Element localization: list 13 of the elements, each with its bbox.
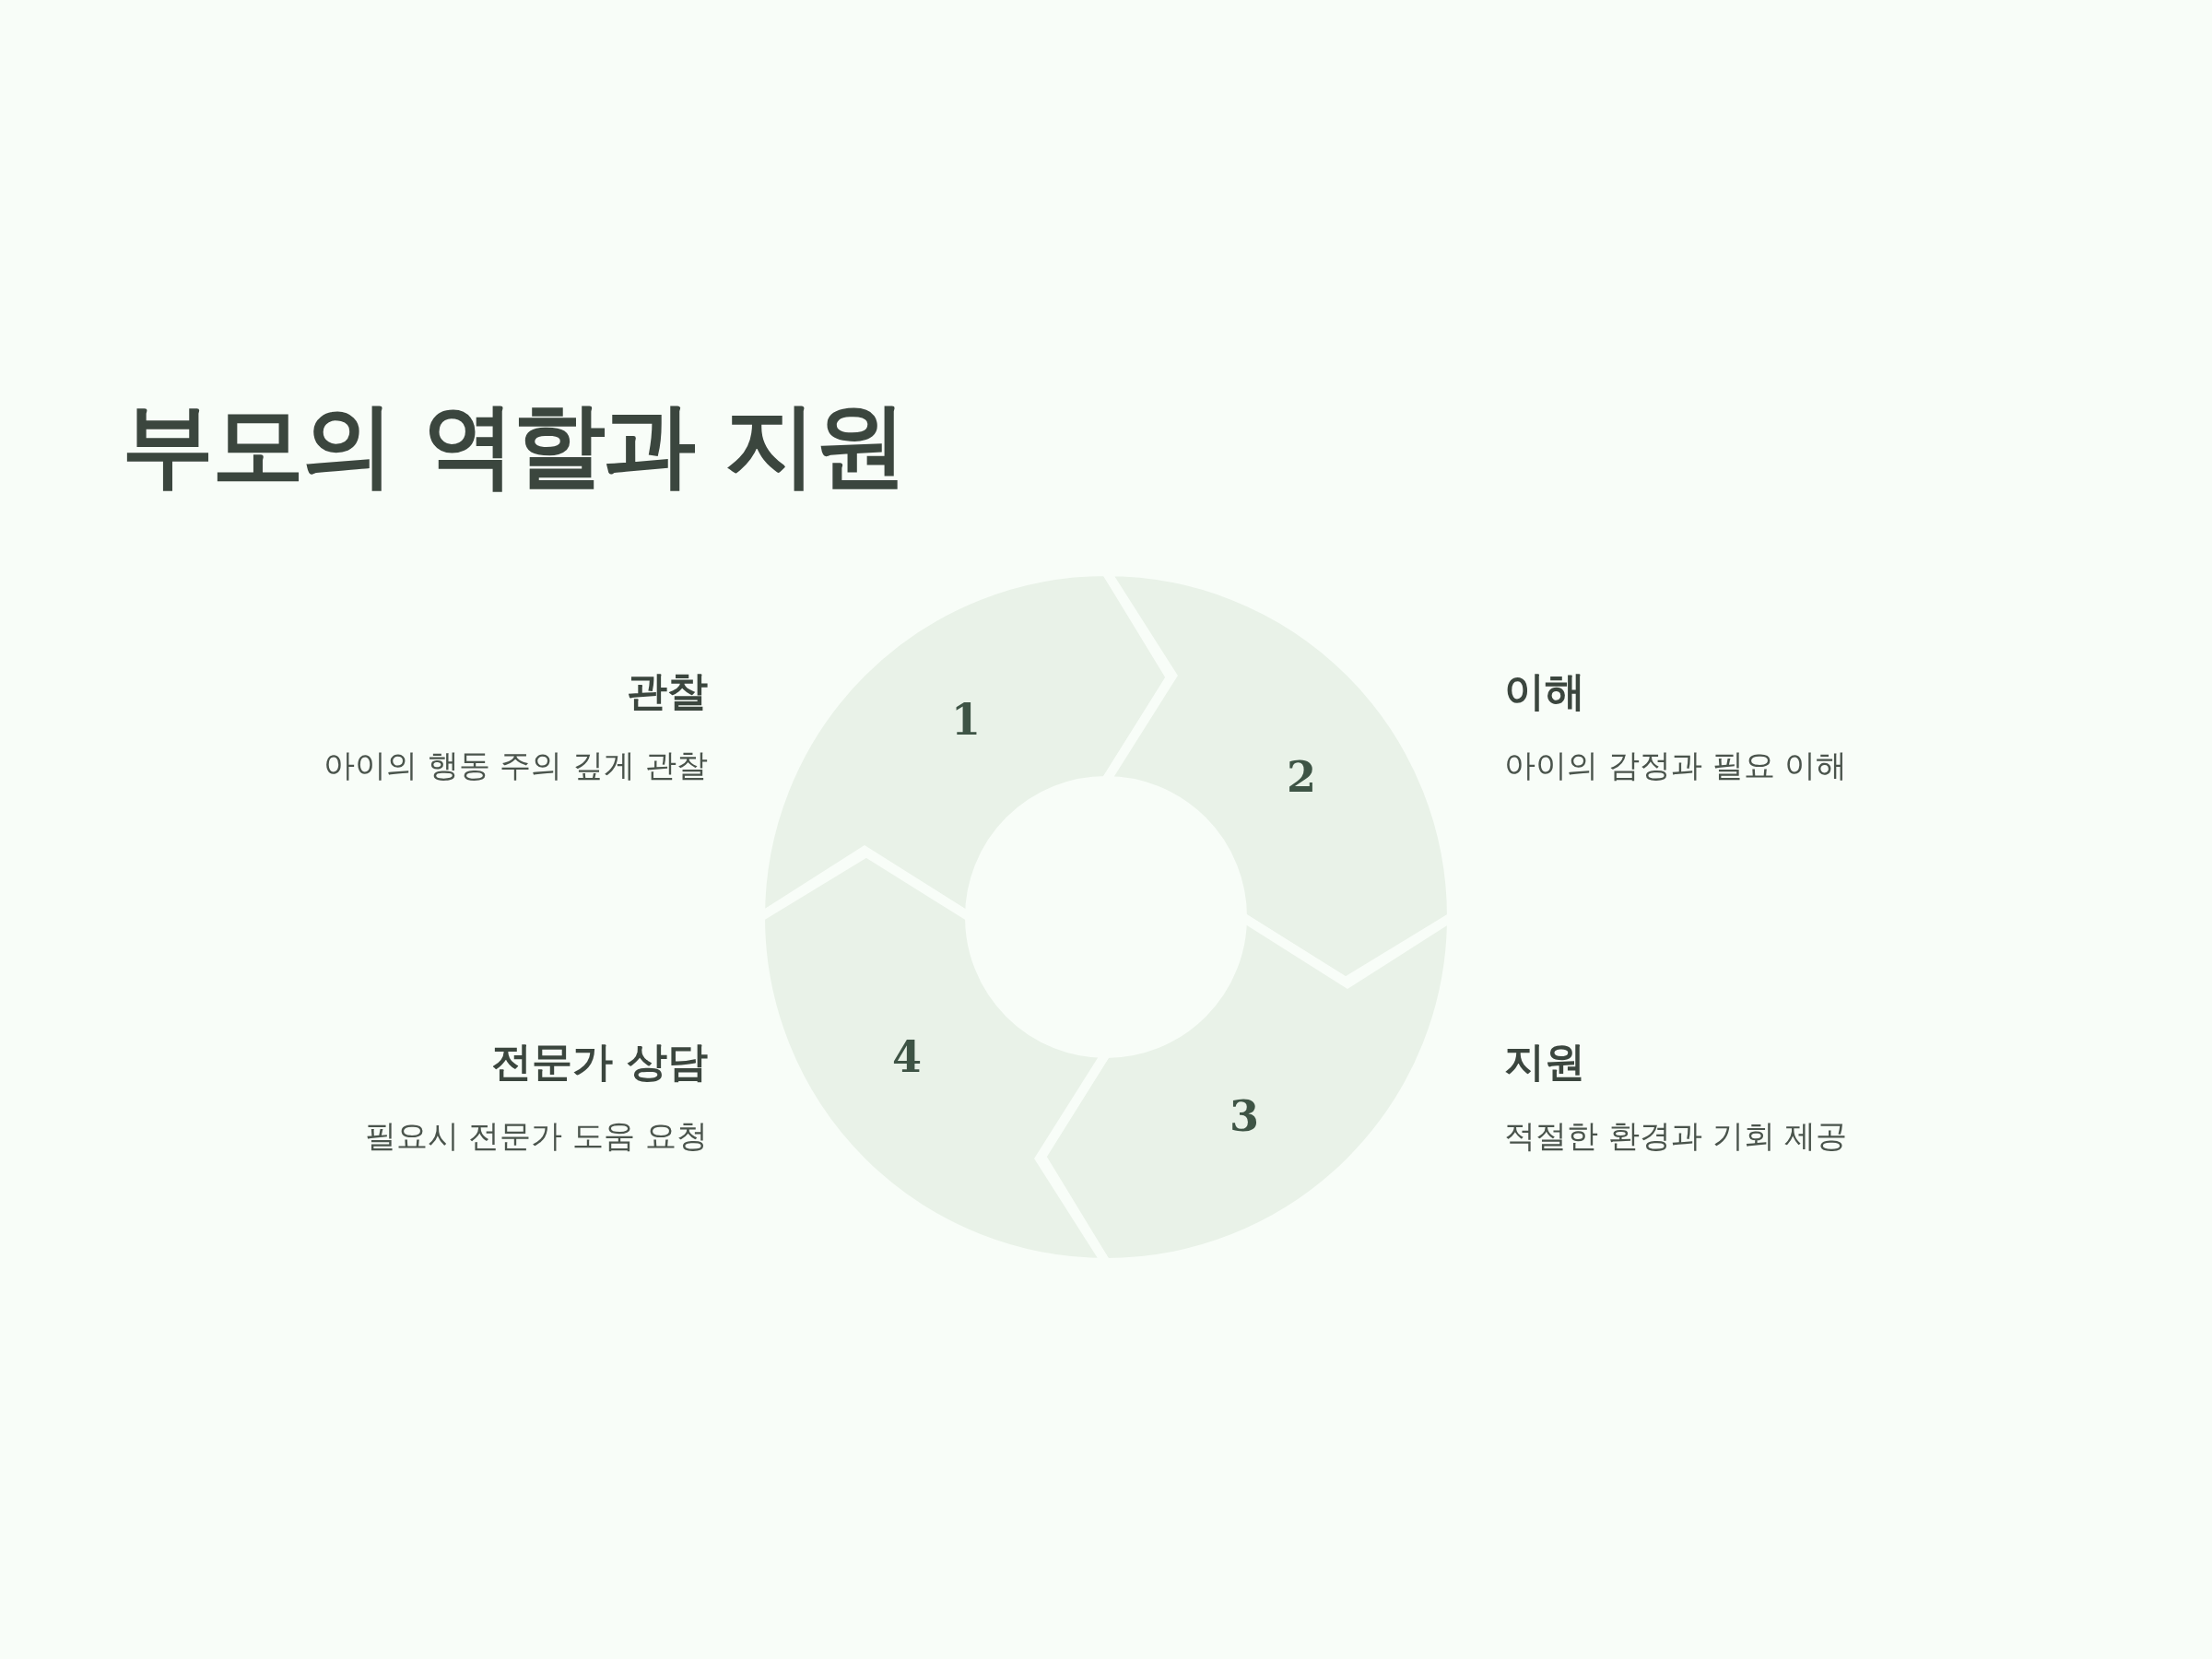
step-heading: 이해	[1504, 666, 1585, 716]
step-description: 아이의 감정과 필요 이해	[1504, 746, 1848, 784]
title: 부모의 역할과 지원	[122, 392, 905, 498]
step-number: 3	[1230, 1095, 1259, 1137]
step-heading: 관찰	[627, 666, 708, 716]
step-heading: 지원	[1504, 1037, 1585, 1087]
step-description: 적절한 환경과 기회 제공	[1504, 1116, 1848, 1155]
step-description: 필요시 전문가 도움 요청	[364, 1116, 708, 1155]
step-number: 1	[951, 699, 981, 741]
step-number: 4	[892, 1036, 922, 1078]
step-description: 아이의 행동 주의 깊게 관찰	[323, 746, 708, 784]
step-number: 2	[1287, 756, 1316, 798]
step-heading: 전문가 상담	[490, 1037, 708, 1087]
